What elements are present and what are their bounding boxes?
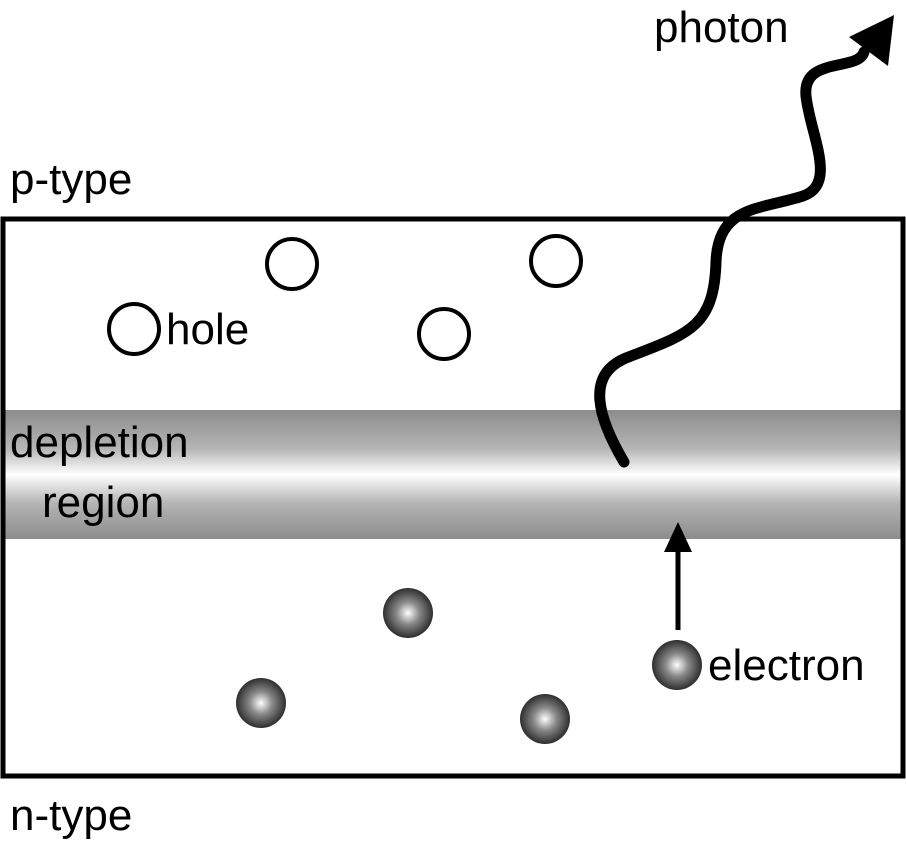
hole-circle — [265, 237, 319, 291]
photon-wave — [594, 46, 870, 468]
hole-label: hole — [166, 305, 249, 354]
p-type-label: p-type — [10, 155, 132, 204]
hole-circle — [107, 302, 161, 356]
electron-sphere — [383, 588, 433, 638]
photon-arrowhead — [849, 15, 894, 66]
electron-sphere — [652, 640, 702, 690]
depletion-region-band — [3, 410, 903, 539]
electron-motion-arrowhead — [664, 522, 692, 552]
n-type-label: n-type — [10, 791, 132, 840]
hole-circle — [529, 234, 583, 288]
electron-sphere — [520, 694, 570, 744]
depletion-label-line1: depletion — [10, 418, 189, 467]
semiconductor-box — [0, 216, 906, 779]
electron-label: electron — [708, 641, 865, 690]
hole-circle — [417, 307, 471, 361]
depletion-label-line2: region — [42, 478, 164, 527]
electron-sphere — [236, 678, 286, 728]
photon-label: photon — [654, 3, 789, 52]
